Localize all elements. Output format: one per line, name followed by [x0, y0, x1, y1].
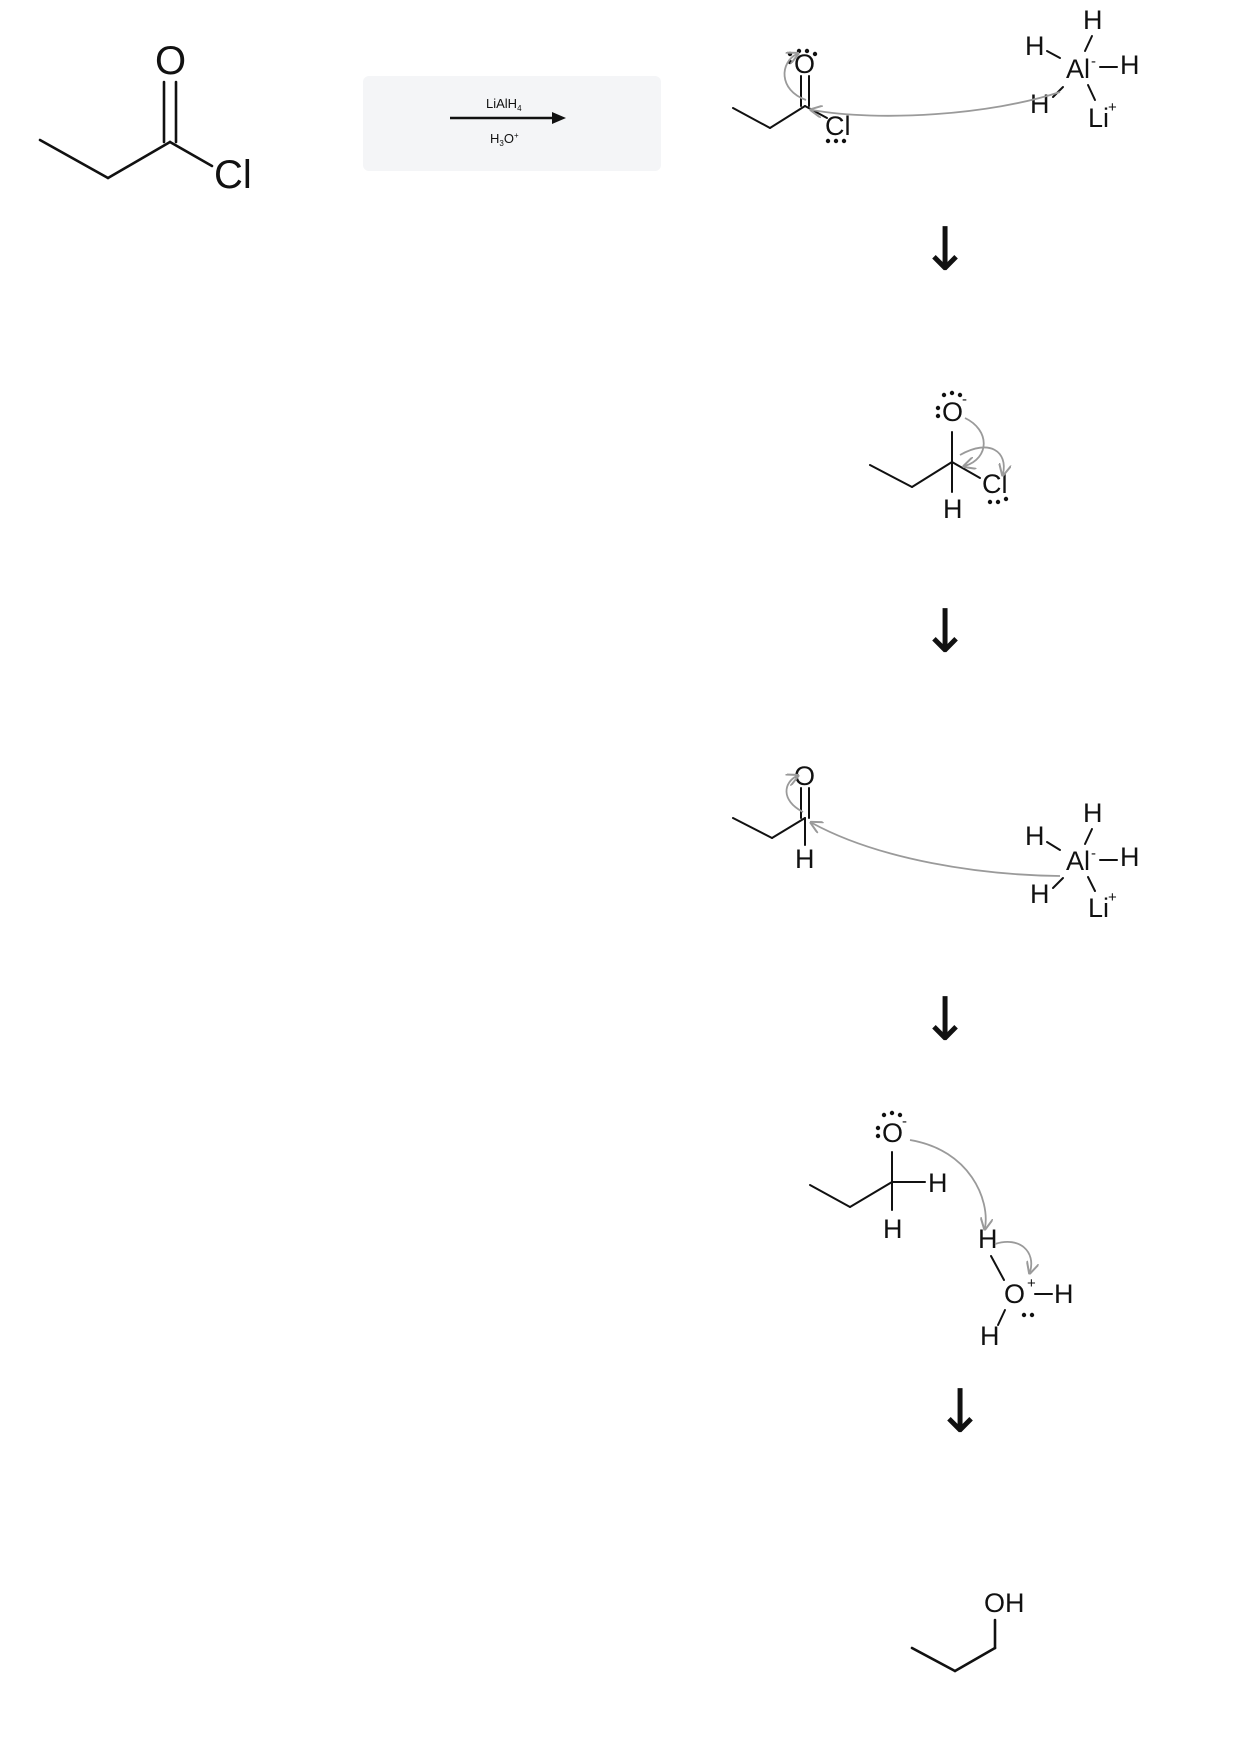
step2-reform-arrow	[965, 417, 985, 466]
step1-aluminum: Al	[1066, 54, 1090, 84]
step4-hydronium-h-right: H	[1054, 1279, 1074, 1309]
step-arrow-4: ↓	[935, 1377, 985, 1447]
step3-pi-bond-arrow	[786, 776, 804, 813]
step1-h-right: H	[1120, 50, 1140, 80]
step3-h-top: H	[1083, 798, 1103, 828]
step1-oxygen: O	[794, 49, 815, 79]
step2-hydrogen: H	[943, 494, 963, 524]
step3-hydride-arrow	[812, 823, 1061, 877]
step4-protonation-arrow	[909, 1139, 986, 1228]
step1-al-charge: -	[1091, 53, 1096, 70]
step3-h-right: H	[1120, 842, 1140, 872]
step4-hydronium: H O + H H	[978, 1224, 1074, 1351]
step3-oxygen: O	[794, 761, 815, 791]
step3-h-left: H	[1025, 821, 1045, 851]
conditions-panel	[363, 76, 661, 171]
reactant-oxygen: O	[155, 39, 186, 83]
step1-hydride-arrow	[812, 91, 1061, 116]
step4-oxygen: O	[882, 1118, 903, 1148]
step2-tetrahedral-intermediate: O - Cl H	[869, 390, 1009, 524]
reagent-lialh4: LiAlH4	[486, 96, 522, 113]
step3-al-charge: -	[1091, 845, 1096, 862]
product-propanol: OH	[910, 1588, 1025, 1673]
step1-h-left: H	[1025, 31, 1045, 61]
step-arrow-1: ↓	[920, 215, 970, 285]
step3-aldehyde: O H	[732, 761, 815, 874]
step2-oxygen: O	[942, 397, 963, 427]
step3-hydrogen: H	[795, 844, 815, 874]
step1-h-top: H	[1083, 5, 1103, 35]
step4-o-charge: -	[902, 1113, 907, 1130]
step1-pi-bond-arrow	[783, 54, 807, 101]
product-hydroxyl: OH	[984, 1588, 1025, 1618]
reaction-arrow-head	[552, 112, 566, 124]
reagent-h3o: H3O+	[490, 131, 519, 148]
step3-li-charge: +	[1108, 889, 1117, 906]
step4-hydronium-h-top: H	[978, 1224, 998, 1254]
reaction-conditions: LiAlH4 H3O+	[363, 76, 661, 171]
step4-o-plus: +	[1027, 1275, 1036, 1292]
step1-lithium: Li	[1088, 103, 1109, 133]
reactant-chlorine: Cl	[214, 153, 252, 197]
step4-alkoxide: O - H H	[809, 1110, 948, 1244]
step1-li-charge: +	[1108, 99, 1117, 116]
step1-lithium-aluminum-hydride: H H H H Al - Li +	[1025, 5, 1140, 133]
step4-hydronium-h-bottom: H	[980, 1321, 1000, 1351]
step3-aluminum: Al	[1066, 846, 1090, 876]
step-arrow-3: ↓	[920, 985, 970, 1055]
step4-h-bottom: H	[883, 1214, 903, 1244]
step4-h-right: H	[928, 1168, 948, 1198]
step2-leaving-arrow	[959, 446, 1004, 474]
step4-hydronium-oxygen: O	[1004, 1279, 1025, 1309]
step-arrow-2: ↓	[920, 597, 970, 667]
step4-oh-bond-arrow	[994, 1241, 1031, 1272]
step3-lithium: Li	[1088, 893, 1109, 923]
step3-h-bottom: H	[1030, 879, 1050, 909]
reactant-molecule: O Cl	[38, 39, 252, 197]
step1-acyl-chloride: O Cl	[732, 48, 851, 144]
step3-lithium-aluminum-hydride: H H H H Al - Li +	[1025, 798, 1140, 923]
step2-o-charge: -	[962, 391, 967, 408]
step1-h-bottom: H	[1030, 89, 1050, 119]
step1-chlorine: Cl	[825, 111, 851, 141]
